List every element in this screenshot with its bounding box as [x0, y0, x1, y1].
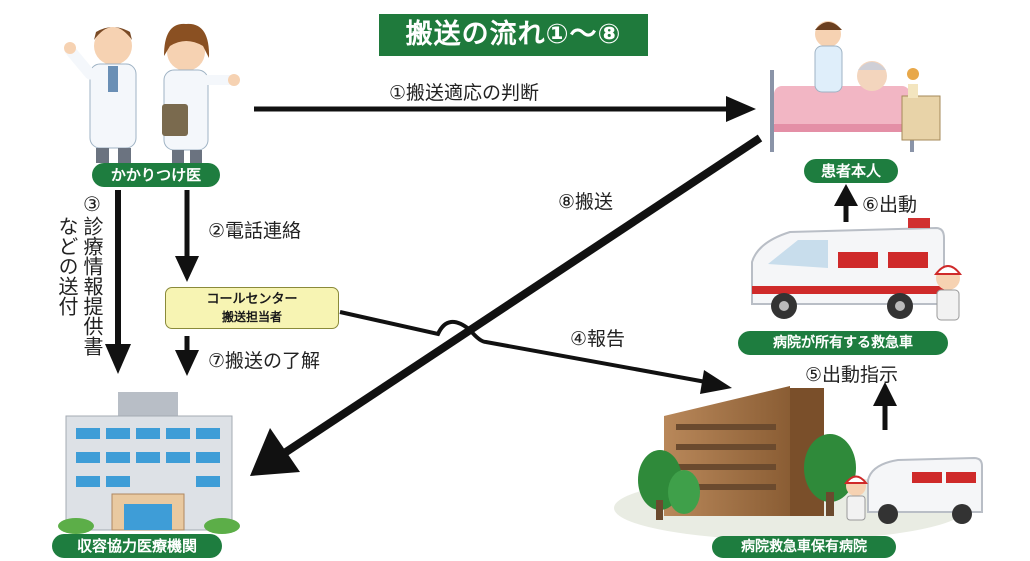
- node-doctor: かかりつけ医: [92, 163, 220, 187]
- label-step2: ②電話連絡: [208, 220, 302, 242]
- arrow-step8-head: [250, 428, 300, 476]
- arrow-step4-head: [700, 370, 732, 394]
- label-step3-number: ③: [80, 192, 104, 216]
- arrow-step4: [339, 310, 707, 384]
- node-ambulance-hospital: 病院救急車保有病院: [712, 536, 896, 558]
- node-call-center: コールセンター 搬送担当者: [165, 287, 339, 329]
- arrow-step1-head: [726, 96, 756, 122]
- label-step3-line1: 診療情報提供書: [80, 216, 104, 356]
- hospital-ambulance-illustration: [751, 218, 963, 321]
- arrow-step3-head: [105, 344, 131, 374]
- patient-illustration: [770, 21, 941, 152]
- label-step5: ⑤出動指示: [805, 364, 899, 386]
- label-step7: ⑦搬送の了解: [208, 350, 321, 372]
- doctors-illustration: [64, 23, 240, 163]
- label-step1: ①搬送適応の判断: [389, 82, 540, 104]
- label-step6: ⑥出動: [862, 194, 918, 216]
- diagram-title: 搬送の流れ①〜⑧: [379, 14, 648, 56]
- label-step3-line2: などの送付: [55, 216, 79, 316]
- arrow-step2-head: [175, 256, 199, 282]
- arrow-step6-head: [834, 184, 858, 206]
- node-patient: 患者本人: [804, 159, 898, 183]
- node-hospital-ambulance: 病院が所有する救急車: [738, 331, 948, 355]
- arrow-step8: [283, 134, 763, 456]
- label-step8: ⑧搬送: [558, 191, 614, 213]
- label-step4: ④報告: [570, 328, 626, 350]
- arrow-step7-head: [175, 350, 199, 376]
- cooperating-hospital-illustration: [58, 392, 240, 534]
- call-center-title: コールセンター: [206, 292, 298, 307]
- call-center-subtitle: 搬送担当者: [221, 310, 282, 324]
- ambulance-hospital-illustration: [614, 386, 983, 540]
- node-cooperating-hospital: 収容協力医療機関: [52, 534, 222, 558]
- arrow-step5-head: [873, 382, 897, 406]
